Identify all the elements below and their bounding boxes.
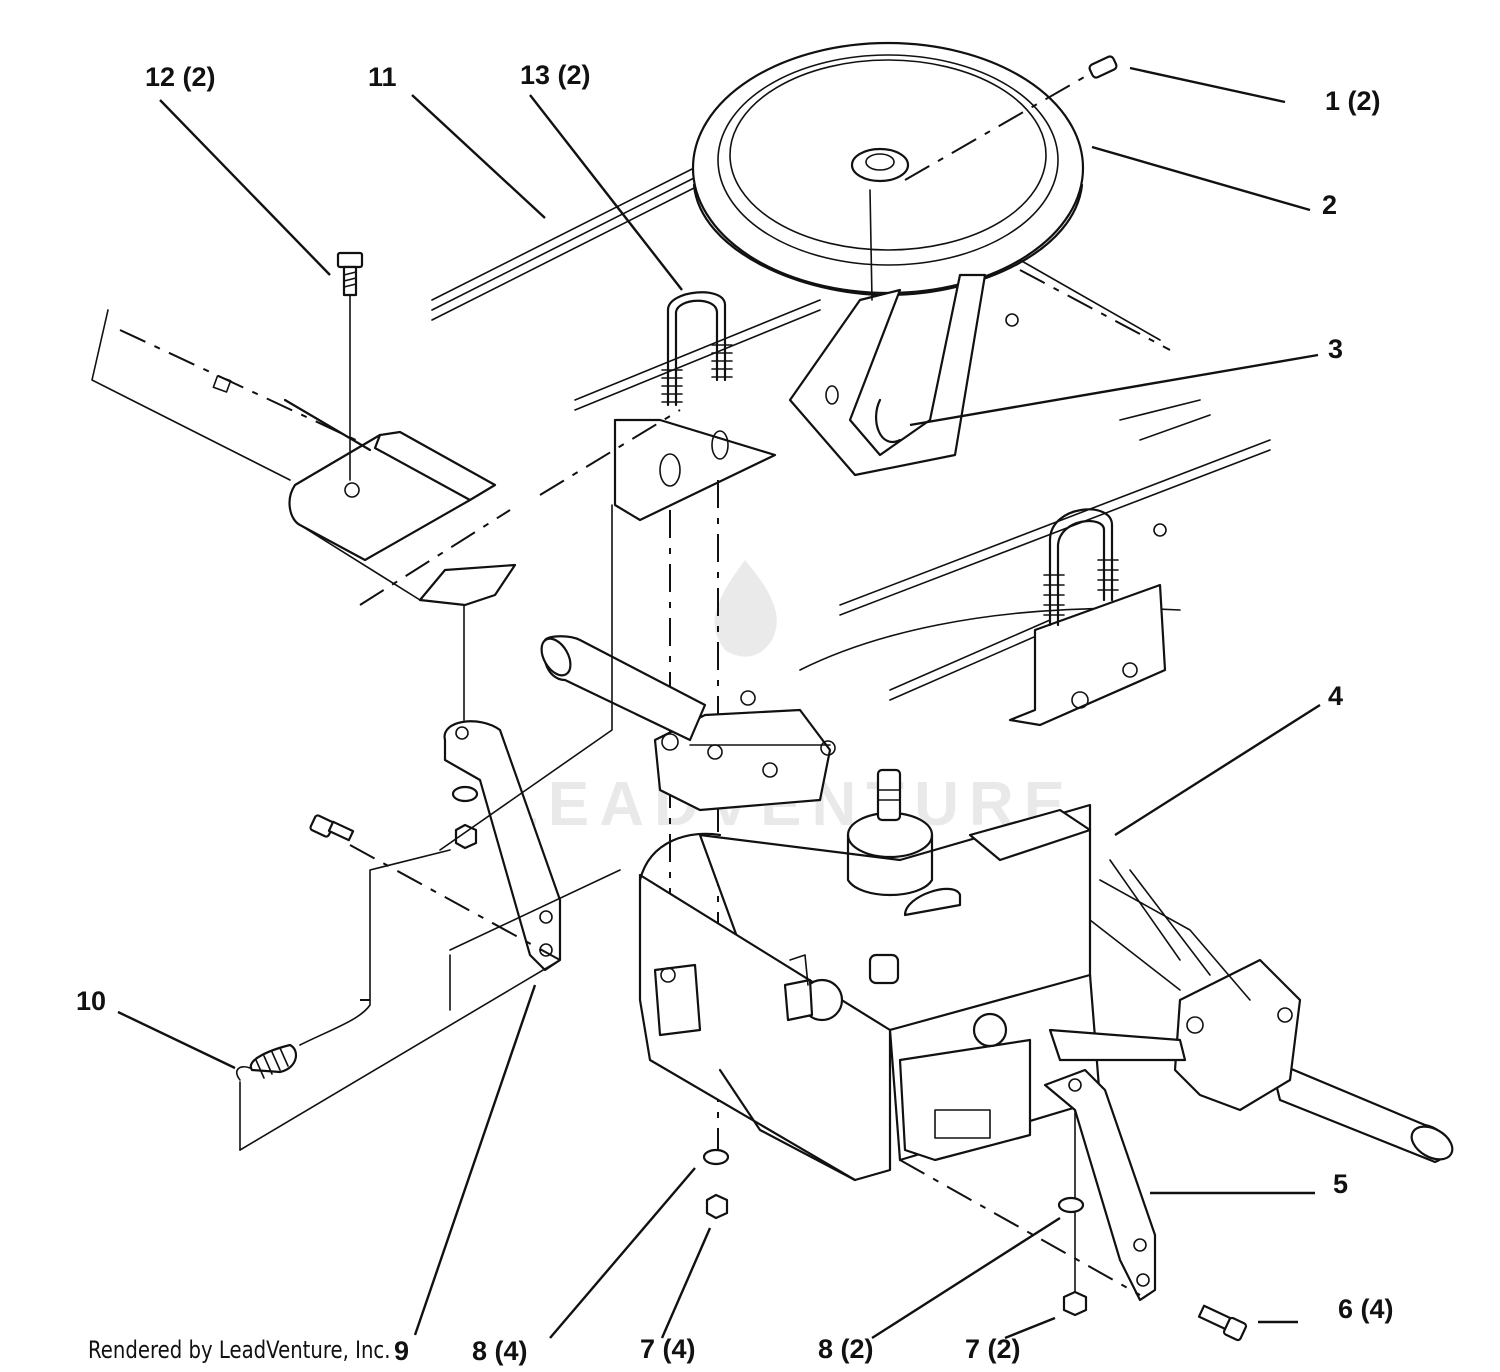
callout-11: 11	[368, 62, 397, 92]
bolt-6-left	[309, 814, 561, 961]
watermark: LEADVENTURE	[500, 560, 1065, 839]
hardware	[451, 785, 1088, 1317]
axle-left	[540, 635, 707, 742]
bolt-6-right	[899, 1159, 1248, 1342]
callout-6: 6 (4)	[1338, 1294, 1394, 1324]
callout-5: 5	[1333, 1169, 1349, 1199]
transaxle	[638, 690, 1102, 1182]
belt-guide-bracket	[788, 189, 987, 477]
callout-13: 13 (2)	[520, 60, 591, 90]
callout-12: 12 (2)	[145, 62, 216, 92]
spring	[235, 849, 621, 1151]
frame-drop-lines	[360, 504, 613, 1001]
callout-1: 1 (2)	[1325, 86, 1381, 116]
render-credit: Rendered by LeadVenture, Inc.	[88, 1336, 391, 1364]
u-bolt-right	[1008, 508, 1167, 727]
callout-3: 3	[1328, 334, 1344, 364]
frame-bracket	[91, 309, 681, 607]
pulley	[691, 41, 1101, 297]
callout-2: 2	[1322, 190, 1338, 220]
callout-4: 4	[1328, 681, 1344, 711]
leader-lines	[117, 66, 1321, 1340]
axle-right	[1048, 859, 1454, 1164]
set-screw	[1088, 55, 1118, 79]
callout-8-4: 8 (4)	[472, 1336, 528, 1366]
callout-8-2: 8 (2)	[818, 1334, 874, 1364]
callout-7-4: 7 (4)	[640, 1334, 696, 1364]
callout-10: 10	[76, 986, 107, 1016]
callout-7-2: 7 (2)	[965, 1334, 1021, 1364]
callout-9: 9	[394, 1336, 410, 1366]
bolt-12	[336, 251, 364, 481]
